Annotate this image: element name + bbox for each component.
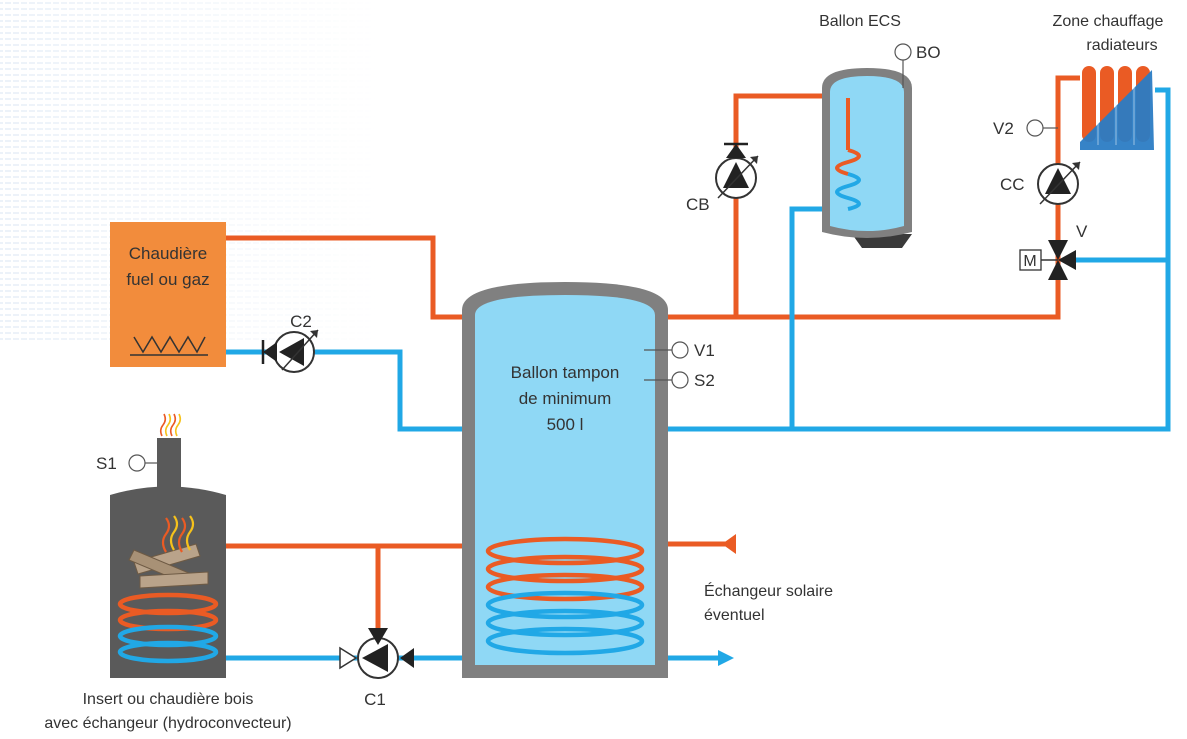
pump-c1: C1 (339, 628, 414, 709)
boiler-label-line2: fuel ou gaz (126, 270, 209, 289)
tank-cold-coil (485, 590, 645, 656)
insert-label-line2: avec échangeur (hydroconvecteur) (44, 715, 291, 732)
cb-label: CB (686, 195, 710, 214)
cc-label: CC (1000, 175, 1025, 194)
c2-label: C2 (290, 312, 312, 331)
ecs-title: Ballon ECS (819, 13, 901, 30)
solar-exchanger: Échangeur solaire éventuel (704, 534, 833, 666)
solar-label-line2: éventuel (704, 607, 765, 624)
v-label: V (1076, 222, 1088, 241)
tank-hot-coil (485, 536, 645, 602)
sensor-s2: S2 (644, 371, 715, 390)
sensor-v1: V1 (644, 341, 715, 360)
flame-icon (161, 515, 195, 553)
motor-label: M (1023, 253, 1036, 270)
background-pattern (0, 0, 380, 340)
v1-label: V1 (694, 341, 715, 360)
s2-label: S2 (694, 371, 715, 390)
bo-label: BO (916, 43, 941, 62)
pump-c2: C2 (261, 312, 319, 373)
tank-label-line1: Ballon tampon (511, 363, 620, 382)
sensor-s1: S1 (96, 454, 157, 473)
pipe-boiler-hot (225, 235, 470, 320)
zone-title-line2: radiateurs (1086, 37, 1157, 54)
tank-label-line2: de minimum (519, 389, 612, 408)
buffer-tank: Ballon tampon de minimum 500 l (462, 282, 668, 678)
wood-stove: Insert ou chaudière bois avec échangeur … (44, 413, 292, 732)
radiator: Zone chauffage radiateurs (1053, 13, 1164, 150)
pipe-insert-hot (213, 543, 478, 605)
solar-label-line1: Échangeur solaire (704, 581, 833, 600)
boiler-label-line1: Chaudière (129, 244, 207, 263)
flame-symbol-icon (133, 335, 206, 354)
v2-label: V2 (993, 119, 1014, 138)
three-way-valve-v: M V (1019, 222, 1088, 280)
c1-label: C1 (364, 690, 386, 709)
boiler: Chaudière fuel ou gaz (110, 222, 226, 367)
sensor-bo: BO (894, 43, 941, 88)
tank-label-line3: 500 l (547, 415, 584, 434)
pipe-to-cb (733, 93, 848, 317)
pump-cb: CB (686, 142, 759, 214)
logs-icon (128, 543, 209, 589)
insert-label-line1: Insert ou chaudière bois (83, 691, 254, 708)
ecs-tank: Ballon ECS (819, 13, 912, 248)
s1-label: S1 (96, 454, 117, 473)
zone-title-line1: Zone chauffage (1053, 13, 1164, 30)
sensor-v2: V2 (993, 119, 1058, 138)
pump-cc: CC (1000, 161, 1081, 205)
